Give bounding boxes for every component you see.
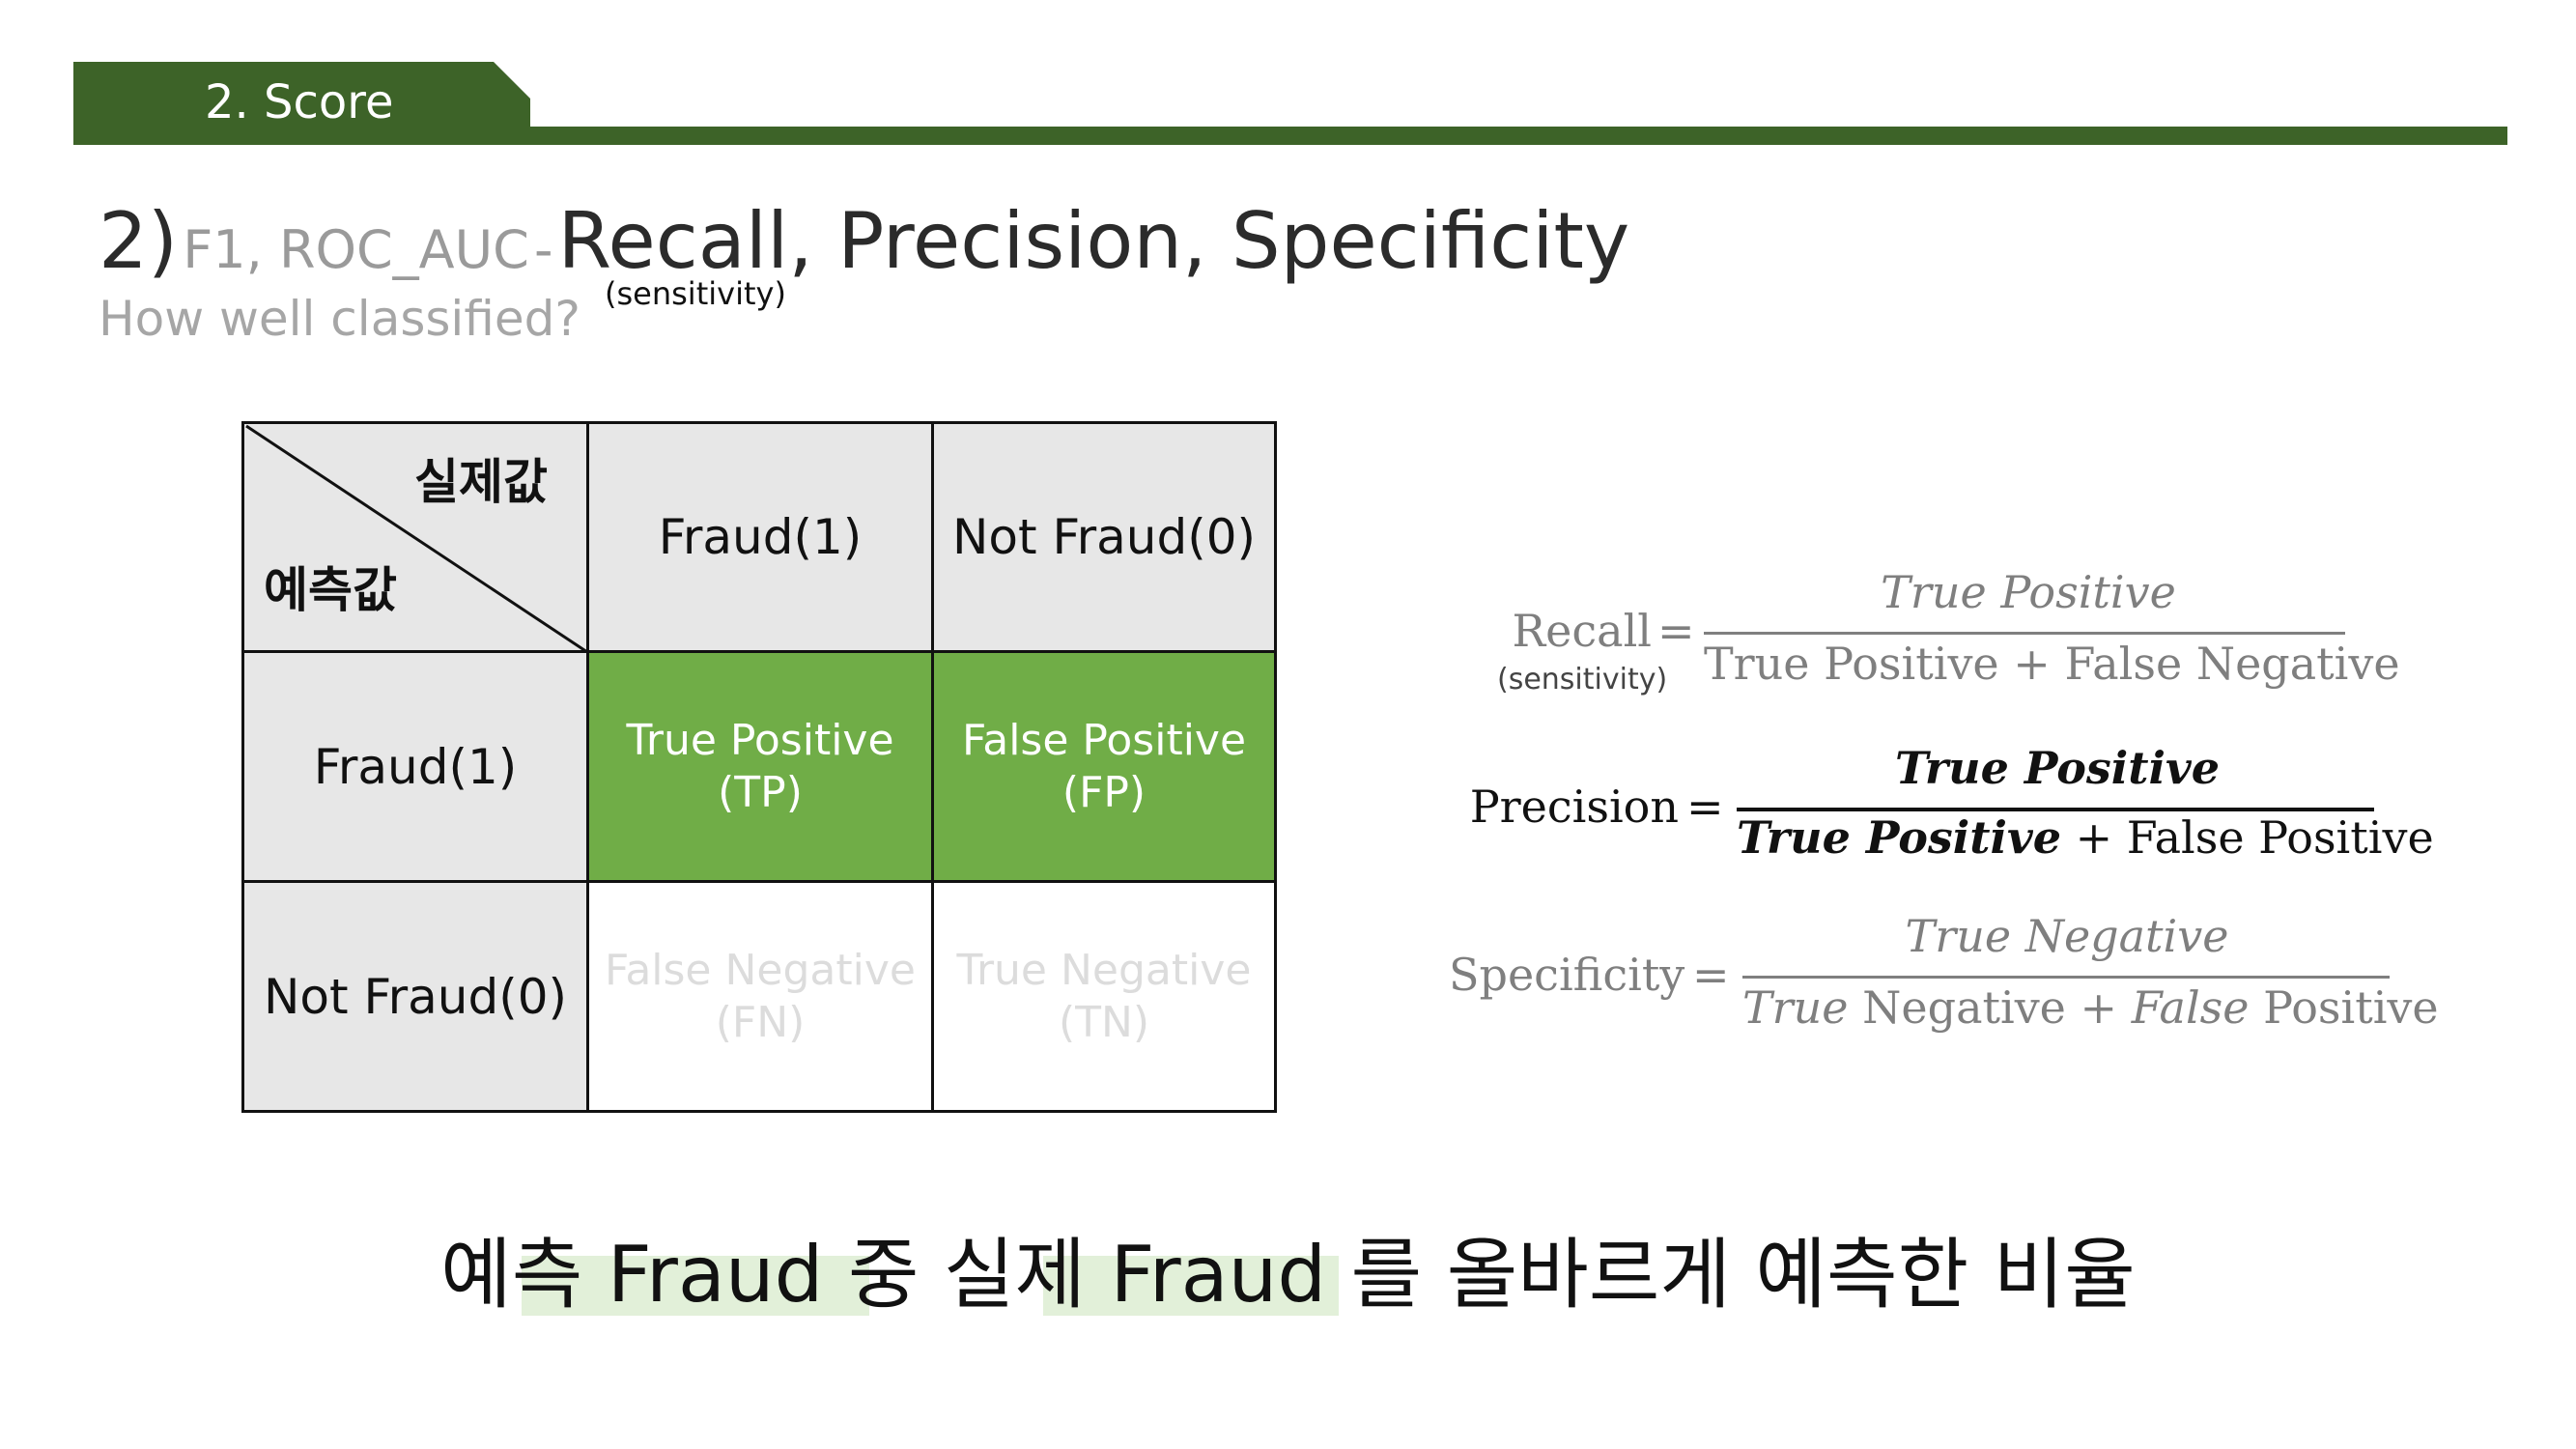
recall-sensitivity-note: (sensitivity)	[1497, 663, 1668, 696]
cell-true-positive: True Positive (TP)	[586, 650, 934, 883]
row-header-not-fraud: Not Fraud(0)	[241, 880, 589, 1113]
confusion-matrix: 실제값 예측값 Fraud(1) Not Fraud(0) Fraud(1) T…	[241, 421, 1277, 1113]
precision-numerator: True Positive	[1895, 742, 2220, 794]
cell-false-negative: False Negative (FN)	[586, 880, 934, 1113]
cell-true-negative: True Negative (TN)	[931, 880, 1277, 1113]
title-sensitivity-note: (sensitivity)	[605, 275, 786, 312]
recall-numerator: True Positive	[1881, 566, 2176, 618]
title-main: Recall, Precision, Specificity	[557, 196, 1630, 286]
recall-denominator: True Positive + False Negative	[1704, 638, 2400, 690]
highlight-predicted-fraud	[522, 1256, 869, 1316]
section-label: 2. Score	[205, 75, 394, 129]
recall-fraction-bar	[1704, 632, 2345, 635]
recall-eq: =	[1657, 605, 1695, 657]
highlight-actual-fraud	[1043, 1256, 1339, 1316]
row-header-fraud: Fraud(1)	[241, 650, 589, 883]
title-number: 2)	[99, 196, 179, 286]
slide-title: 2) F1, ROC_AUC - Recall, Precision, Spec…	[99, 193, 1629, 311]
precision-eq: =	[1686, 781, 1724, 833]
specificity-label: Specificity	[1449, 949, 1685, 1001]
matrix-corner: 실제값 예측값	[241, 421, 592, 656]
col-header-fraud: Fraud(1)	[586, 421, 934, 653]
slide-subtitle: How well classified?	[99, 291, 580, 347]
title-subtopic: F1, ROC_AUC	[183, 219, 529, 280]
specificity-fraction-bar	[1742, 976, 2390, 979]
precision-fraction-bar	[1737, 808, 2374, 811]
corner-predicted-label: 예측값	[264, 562, 397, 618]
col-header-not-fraud: Not Fraud(0)	[931, 421, 1277, 653]
recall-label: Recall	[1512, 605, 1652, 657]
bottom-caption: 예측 Fraud 중 실제 Fraud 를 올바르게 예측한 비율	[440, 1230, 2136, 1320]
precision-label: Precision	[1469, 781, 1679, 833]
specificity-numerator: True Negative	[1905, 910, 2229, 962]
header-rule	[73, 127, 2507, 145]
specificity-eq: =	[1692, 949, 1730, 1001]
diagonal-divider	[245, 424, 591, 656]
precision-denominator: True Positive + False Positive	[1737, 811, 2434, 864]
specificity-denominator: True Negative + False Positive	[1742, 981, 2439, 1034]
title-dash: -	[533, 219, 553, 280]
corner-actual-label: 실제값	[414, 454, 548, 510]
cell-false-positive: False Positive (FP)	[931, 650, 1277, 883]
